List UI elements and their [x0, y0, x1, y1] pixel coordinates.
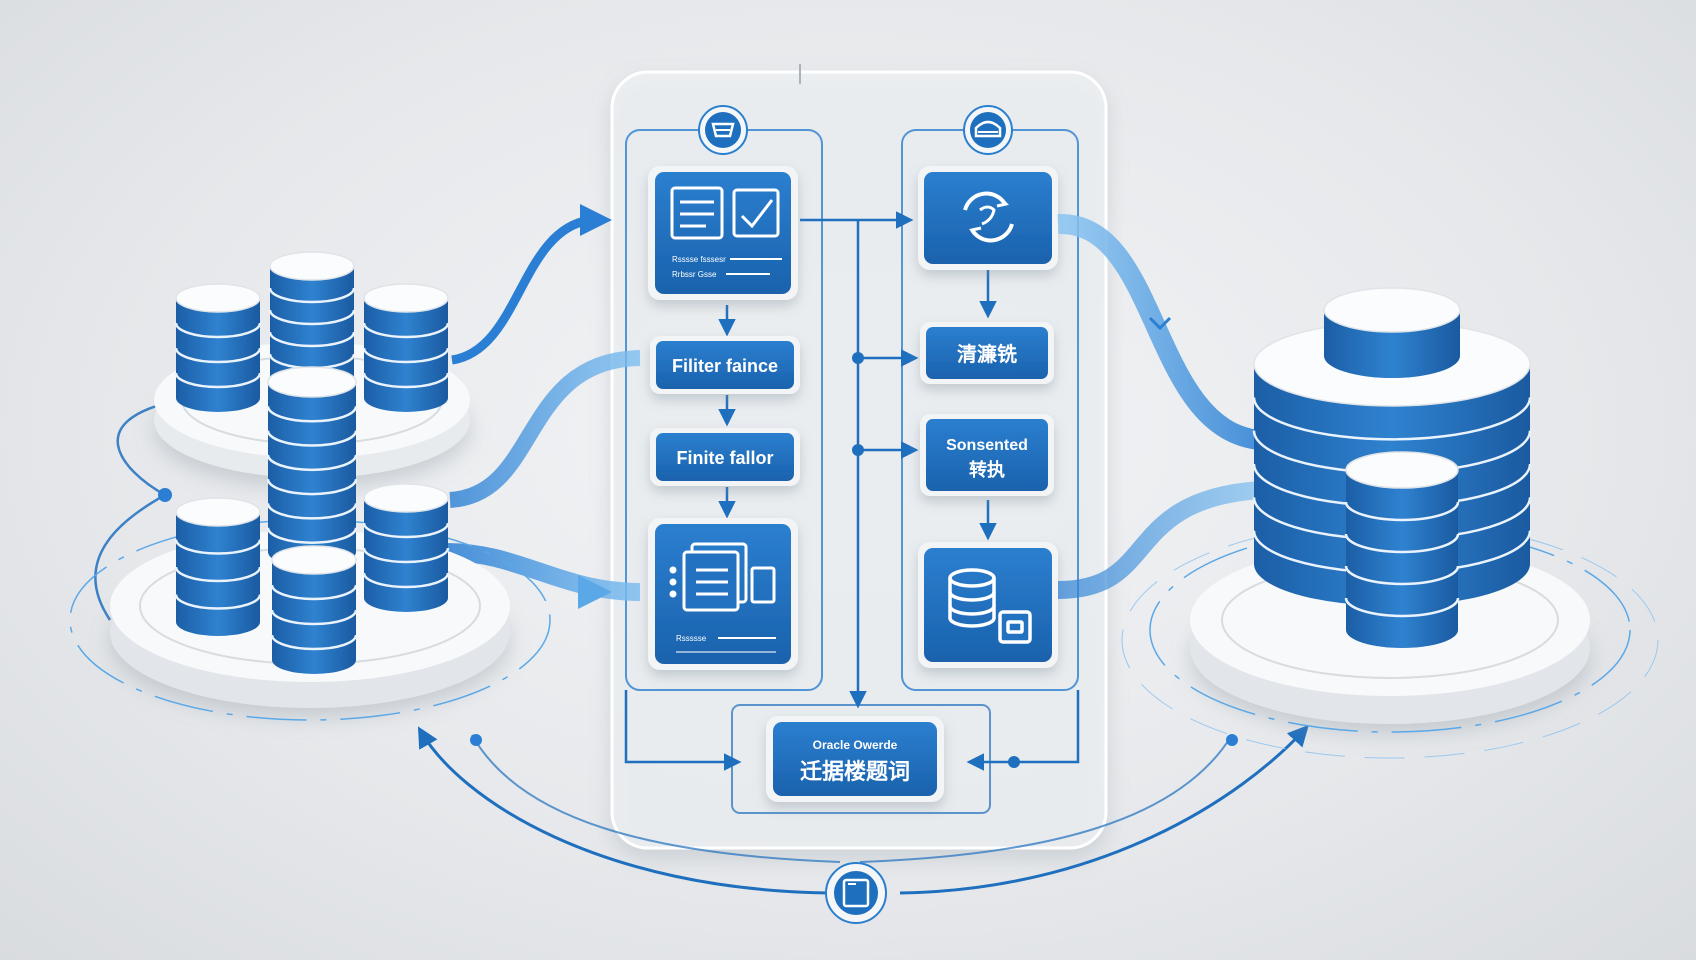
target-cylinder — [1323, 287, 1461, 378]
source-database-cluster — [69, 251, 551, 721]
source-cylinder — [266, 366, 358, 567]
refresh-cycle-icon — [963, 191, 1014, 243]
connector-dots — [852, 352, 1020, 768]
source-cylinder — [270, 545, 358, 674]
database-table-icon — [948, 568, 1032, 644]
left-flow-arrows — [445, 204, 641, 609]
clean-box-label: 清濂铣 — [957, 342, 1017, 366]
outer-loop-lines — [94, 398, 1309, 895]
source-cylinder — [174, 497, 262, 636]
document-badge-icon — [825, 862, 887, 924]
left-top-card-line1: Rsssse fsssesr — [672, 255, 726, 264]
document-stack-icon — [669, 542, 776, 612]
bottom-migration-node[interactable] — [766, 716, 944, 802]
loop-dots — [158, 488, 1238, 746]
target-cylinders — [1252, 287, 1532, 648]
filter-box-1-label: Filiter faince — [672, 356, 778, 376]
sort-box[interactable] — [920, 414, 1054, 496]
left-top-card-line2: Rrbssr Gsse — [672, 270, 717, 279]
internal-connectors — [624, 211, 1080, 814]
bottom-node-line1: Oracle Owerde — [813, 738, 898, 752]
source-cylinder — [362, 283, 450, 412]
right-top-card[interactable] — [918, 166, 1058, 270]
stack-badge-icon — [963, 105, 1013, 155]
source-cylinders — [174, 251, 450, 674]
left-bottom-card-line1: Rssssse — [676, 634, 707, 643]
filter-box-1[interactable] — [650, 336, 800, 394]
filter-box-2-label: Finite fallor — [676, 448, 773, 468]
bottom-node-line2: 迁据楼题词 — [800, 759, 910, 784]
source-cylinder — [174, 283, 262, 412]
target-cylinder — [1344, 451, 1460, 648]
shield-badge-icon — [698, 105, 748, 155]
source-cylinder — [362, 483, 450, 612]
source-cylinder — [268, 251, 356, 390]
clean-box[interactable] — [920, 322, 1054, 384]
right-db-card[interactable] — [918, 542, 1058, 668]
sort-box-line1: Sonsented — [946, 437, 1028, 454]
sort-box-line2: 转执 — [969, 459, 1005, 480]
document-check-icon — [670, 186, 780, 240]
filter-box-2[interactable] — [650, 428, 800, 486]
target-database-cluster — [1121, 287, 1659, 759]
right-flow-arrows — [1057, 213, 1262, 599]
